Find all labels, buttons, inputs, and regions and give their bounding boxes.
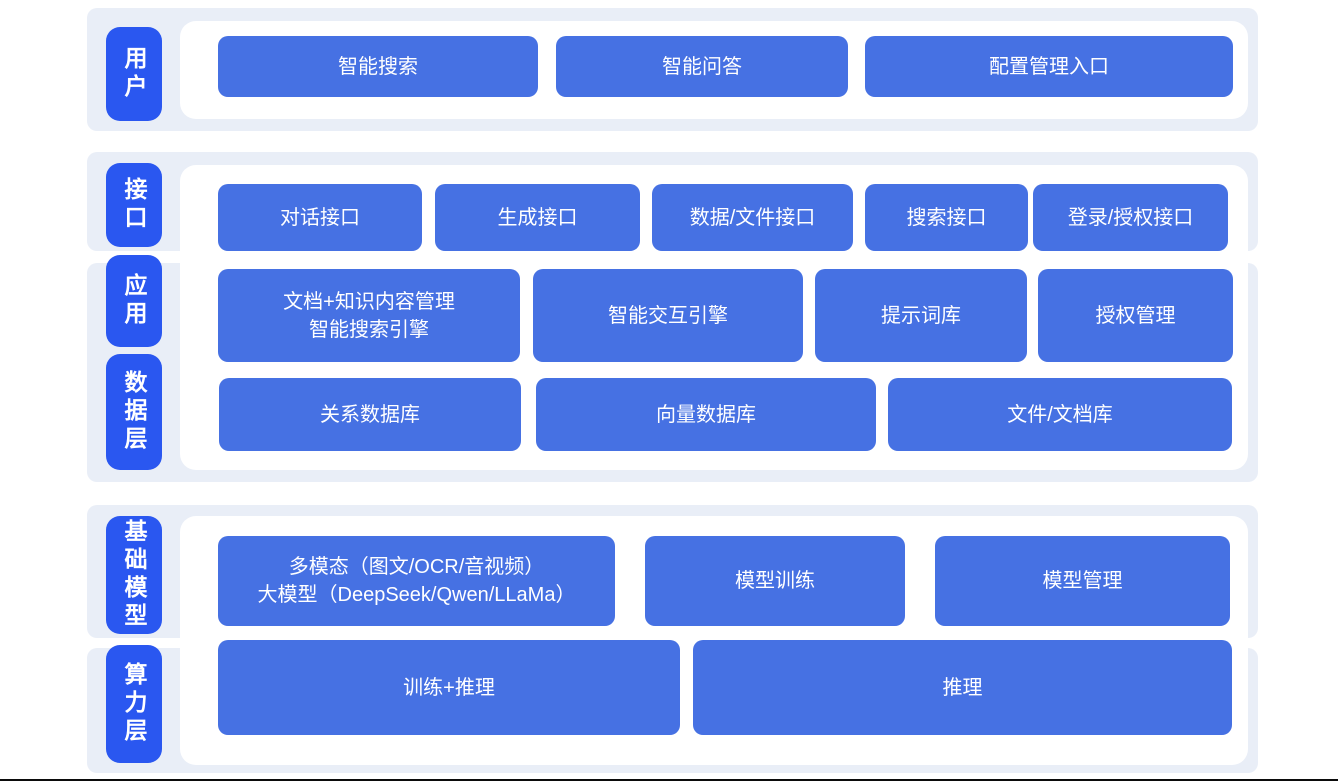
application-layer-label: 应用	[106, 255, 162, 347]
block-relational-db: 关系数据库	[219, 378, 521, 451]
block-prompt-library: 提示词库	[815, 269, 1027, 362]
block-search-api: 搜索接口	[865, 184, 1028, 251]
block-training-inference: 训练+推理	[218, 640, 680, 735]
block-login-auth-api: 登录/授权接口	[1033, 184, 1228, 251]
block-dialog-api: 对话接口	[218, 184, 422, 251]
block-interaction-engine: 智能交互引擎	[533, 269, 803, 362]
block-model-training: 模型训练	[645, 536, 905, 626]
block-vector-db: 向量数据库	[536, 378, 876, 451]
block-data-file-api: 数据/文件接口	[652, 184, 853, 251]
block-doc-knowledge-line2: 智能搜索引擎	[309, 318, 429, 341]
bottom-rule	[0, 779, 1338, 781]
block-smart-search: 智能搜索	[218, 36, 538, 97]
data-layer-label: 数据层	[106, 354, 162, 470]
block-file-doc-db: 文件/文档库	[888, 378, 1232, 451]
block-multimodal-line2: 大模型（DeepSeek/Qwen/LLaMa）	[257, 584, 576, 606]
block-multimodal-llm: 多模态（图文/OCR/音视频） 大模型（DeepSeek/Qwen/LLaMa）	[218, 536, 615, 626]
block-generation-api: 生成接口	[435, 184, 640, 251]
block-model-management: 模型管理	[935, 536, 1230, 626]
compute-layer-label: 算力层	[106, 645, 162, 763]
block-doc-knowledge-line1: 文档+知识内容管理	[283, 290, 455, 313]
interface-layer-label: 接口	[106, 163, 162, 247]
block-config-entry: 配置管理入口	[865, 36, 1233, 97]
user-layer-label: 用户	[106, 27, 162, 121]
block-smart-qa: 智能问答	[556, 36, 848, 97]
block-auth-management: 授权管理	[1038, 269, 1233, 362]
block-doc-knowledge-search: 文档+知识内容管理 智能搜索引擎	[218, 269, 520, 362]
block-inference: 推理	[693, 640, 1232, 735]
block-multimodal-line1: 多模态（图文/OCR/音视频）	[288, 556, 545, 578]
base-model-layer-label: 基础模型	[106, 516, 162, 634]
